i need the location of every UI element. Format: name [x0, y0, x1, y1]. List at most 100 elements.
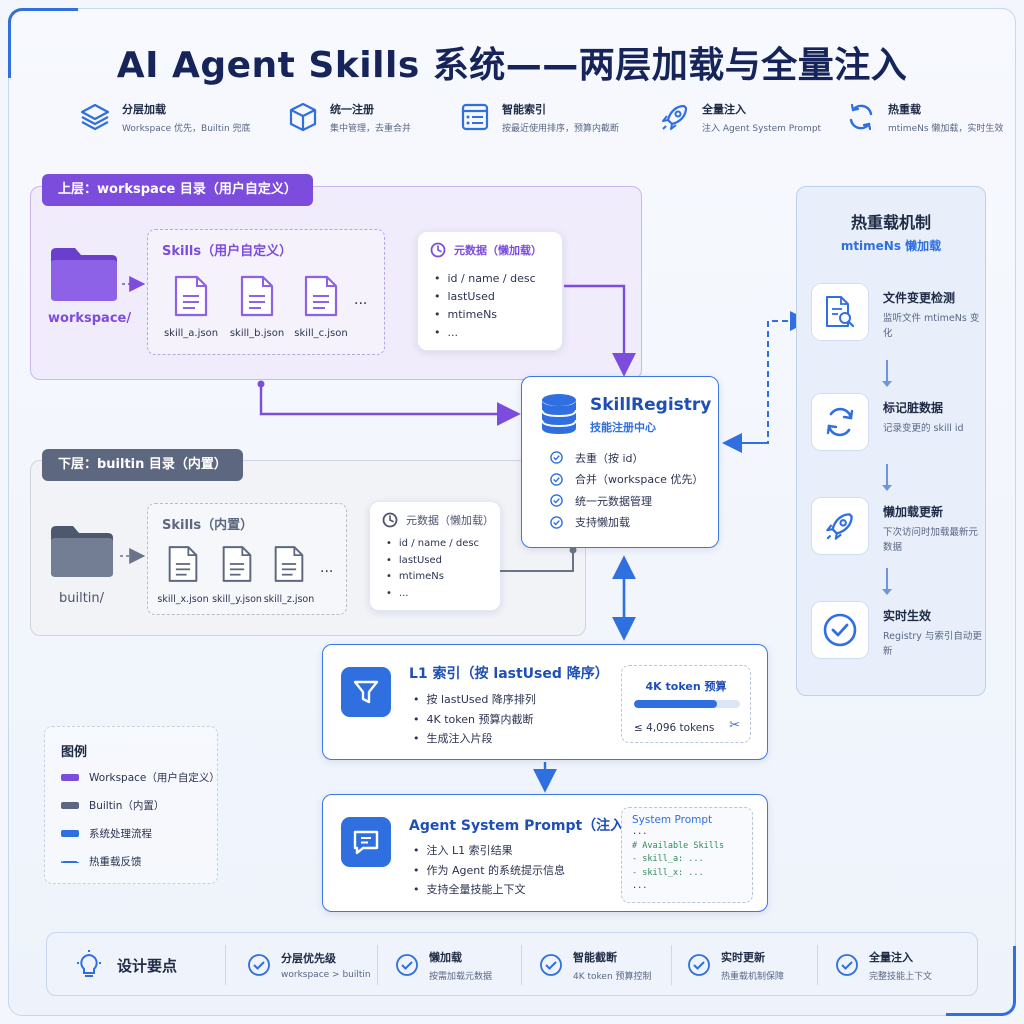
feature-desc: 注入 Agent System Prompt [702, 123, 822, 134]
divider [671, 945, 672, 985]
more-files-ellipsis: ... [354, 292, 368, 308]
registry-feature: 支持懒加载 [550, 512, 703, 534]
metadata-title-text: 元数据（懒加载） [406, 514, 494, 527]
metadata-item: mtimeNs [434, 306, 536, 324]
budget-progress-fill [634, 700, 717, 708]
feature-desc: 按最近使用排序，预算内截断 [502, 123, 620, 134]
legend: 图例 Workspace（用户自定义） Builtin（内置） 系统处理流程 热… [44, 726, 220, 884]
code-line: - skill_x: ... [632, 867, 704, 878]
skill-filename: skill_y.json [212, 594, 262, 605]
metadata-item: mtimeNs [386, 569, 479, 586]
registry-subtitle: 技能注册中心 [590, 421, 656, 434]
code-line: ... [632, 881, 648, 891]
skill-file: skill_b.json [222, 274, 292, 339]
check-circle-icon [550, 494, 563, 508]
feature-unified-registry: 统一注册集中管理，去重合并 [286, 100, 411, 134]
token-budget-box: 4K token 预算 ≤ 4,096 tokens ✂ [621, 665, 751, 743]
more-files-ellipsis: ... [320, 560, 334, 576]
workspace-folder-label: workspace/ [48, 311, 132, 326]
step-desc: Registry 与索引自动更新 [883, 631, 982, 657]
rocket-icon [662, 104, 688, 130]
refresh-icon [849, 103, 873, 131]
metadata-item: id / name / desc [386, 536, 479, 553]
prompt-title: Agent System Prompt（注入） [409, 818, 639, 834]
clock-icon [382, 512, 398, 528]
legend-label: 热重载反馈 [89, 856, 142, 868]
filter-icon [353, 680, 379, 704]
upper-layer-tag: 上层：workspace 目录（用户自定义） [42, 174, 313, 206]
registry-feature: 统一元数据管理 [550, 490, 703, 512]
skill-file: skill_z.json [254, 544, 324, 605]
design-point-title: 智能截断 [573, 950, 617, 964]
check-circle-icon [248, 954, 270, 976]
skill-filename: skill_a.json [163, 328, 219, 339]
design-point-desc: 热重载机制保障 [721, 971, 785, 982]
feature-full-injection: 全量注入注入 Agent System Prompt [658, 100, 821, 134]
corner-accent-top-left [8, 8, 78, 78]
step-desc: 下次访问时加载最新元数据 [883, 527, 979, 553]
prompt-item: 注入 L1 索引结果 [413, 841, 565, 861]
feature-smart-index: 智能索引按最近使用排序，预算内截断 [458, 100, 619, 134]
feature-title: 统一注册 [330, 102, 374, 116]
legend-label: 系统处理流程 [89, 828, 152, 840]
design-point-title: 懒加载 [429, 950, 462, 964]
file-icon [168, 546, 198, 582]
feature-desc: mtimeNs 懒加载，实时生效 [888, 123, 1004, 134]
skills-box-title: Skills（内置） [162, 518, 254, 533]
step-desc: 监听文件 mtimeNs 变化 [883, 313, 980, 339]
folder-icon [51, 248, 117, 301]
step-title: 懒加载更新 [883, 505, 944, 519]
metadata-item: id / name / desc [434, 270, 536, 288]
l1-title: L1 索引（按 lastUsed 降序） [409, 666, 609, 682]
feature-title: 分层加载 [122, 102, 166, 116]
metadata-item: lastUsed [434, 288, 536, 306]
check-circle-icon [550, 472, 563, 486]
feature-row: 分层加载 Workspace 优先，Builtin 兜底 统一注册集中管理，去重合… [78, 100, 1008, 148]
skill-file: skill_a.json [156, 274, 226, 339]
scissors-icon: ✂ [729, 718, 740, 733]
file-icon [240, 275, 274, 317]
legend-title: 图例 [61, 745, 88, 760]
filter-icon-box [341, 667, 391, 717]
check-circle-icon [823, 613, 857, 647]
feature-hot-reload: 热重载 mtimeNs 懒加载，实时生效 [844, 100, 1003, 134]
registry-feature: 合并（workspace 优先） [550, 469, 703, 491]
metadata-title: 元数据（懒加载） [430, 242, 542, 258]
check-circle-icon [550, 515, 563, 529]
feature-layered-loading: 分层加载 Workspace 优先，Builtin 兜底 [78, 100, 251, 134]
metadata-title-text: 元数据（懒加载） [454, 244, 542, 257]
skills-box-title: Skills（用户自定义） [162, 244, 293, 259]
check-circle-icon [836, 954, 858, 976]
step-title: 标记脏数据 [883, 401, 944, 415]
design-point-desc: 完整技能上下文 [869, 971, 933, 982]
file-icon [304, 275, 338, 317]
skill-file: skill_y.json [202, 544, 272, 605]
step-arrow [882, 464, 892, 491]
design-title: 设计要点 [117, 957, 178, 975]
check-circle-icon [688, 954, 710, 976]
prompt-item: 作为 Agent 的系统提示信息 [413, 861, 566, 881]
legend-label: Builtin（内置） [89, 800, 165, 812]
file-icon [174, 275, 208, 317]
step-title: 实时生效 [883, 609, 932, 623]
step-arrow [882, 360, 892, 387]
hot-reload-subtitle: mtimeNs 懒加载 [840, 239, 942, 253]
l1-item: 按 lastUsed 降序排列 [413, 690, 536, 710]
skill-file: skill_x.json [148, 544, 218, 605]
hot-reload-title: 热重载机制 [850, 213, 931, 232]
layers-icon [80, 103, 110, 131]
code-title: System Prompt [632, 814, 713, 826]
feature-desc: Workspace 优先，Builtin 兜底 [122, 123, 251, 134]
file-search-icon [826, 296, 855, 328]
registry-feature-text: 支持懒加载 [575, 516, 630, 530]
page-title: AI Agent Skills 系统——两层加载与全量注入 [116, 45, 908, 86]
registry-feature-text: 去重（按 id） [575, 451, 644, 465]
sync-icon [826, 407, 854, 437]
builtin-metadata-card: 元数据（懒加载） id / name / desc lastUsed mtime… [369, 501, 501, 611]
feature-title: 热重载 [888, 102, 921, 116]
skill-registry-card: SkillRegistry 技能注册中心 去重（按 id） 合并（workspa… [521, 376, 719, 548]
metadata-list: id / name / desc lastUsed mtimeNs ... [434, 270, 536, 342]
lower-layer-tag: 下层：builtin 目录（内置） [42, 449, 243, 481]
step-icon-box [811, 283, 869, 341]
legend-swatch [61, 830, 79, 837]
